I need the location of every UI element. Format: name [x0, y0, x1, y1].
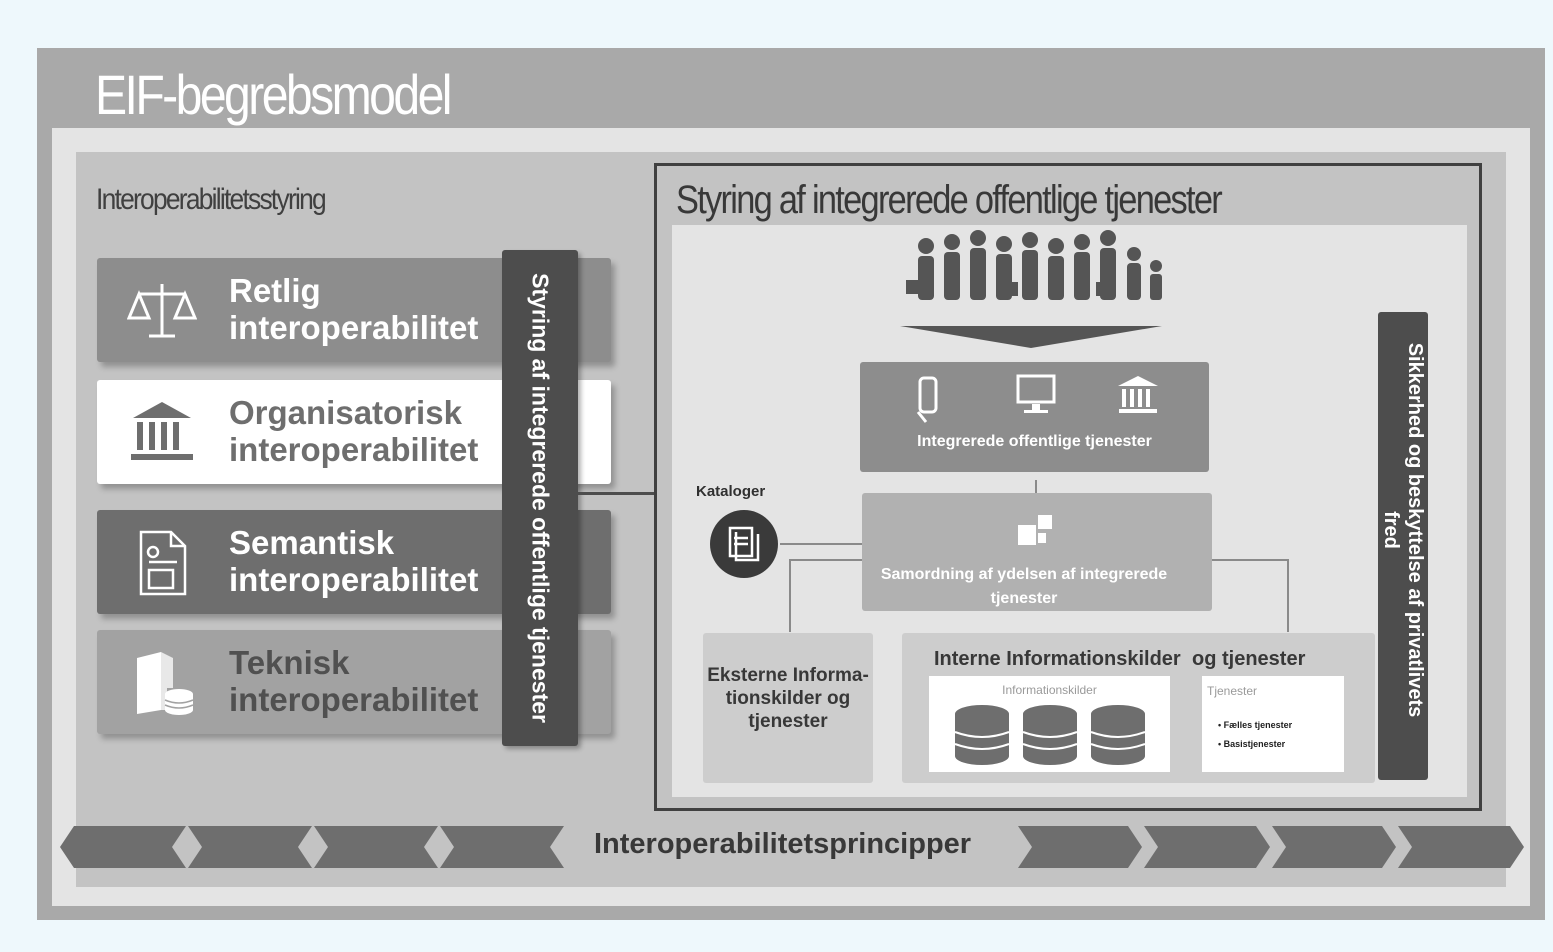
integrated-services-governance-label: Styring af integrerede offentlige tjenes… — [527, 273, 554, 723]
principles-label: Interoperabilitetsprincipper — [594, 828, 972, 860]
services-box — [1202, 676, 1344, 772]
layer-semantic-title: Semantisk — [229, 524, 395, 561]
computer-icon — [1016, 374, 1056, 413]
connector-line — [578, 492, 656, 495]
list-item: • Basistjenester — [1218, 739, 1286, 749]
security-privacy-label: Sikkerhed og beskyttelse af privatlivets… — [1380, 342, 1426, 718]
external-sources-box — [703, 633, 873, 783]
layer-semantic-subtitle: interoperabilitet — [229, 561, 479, 598]
scales-icon — [127, 284, 197, 338]
security-privacy-bar — [1378, 312, 1428, 780]
service-coordination-box — [862, 493, 1212, 611]
information-sources-label: Informationskilder — [1002, 683, 1097, 697]
institution-icon — [1118, 376, 1158, 413]
server-icon — [137, 652, 194, 715]
layer-technical-subtitle: interoperabilitet — [229, 681, 479, 718]
list-item: • Fælles tjenester — [1218, 720, 1293, 730]
principles-chevron — [314, 826, 438, 868]
principles-arrow-band — [60, 826, 1524, 868]
coordination-icon — [1018, 515, 1052, 545]
internal-services-heading: og tjenester — [1192, 648, 1306, 670]
principles-chevron — [188, 826, 312, 868]
phone-icon — [916, 376, 938, 423]
internal-sources-heading: Interne Informationskilder — [934, 648, 1181, 670]
integrated-public-services-label: Integrerede offentlige tjenester — [917, 433, 1152, 450]
database-icons — [954, 705, 1146, 765]
external-sources-label: Eksterne Informa-tionskilder og tjeneste… — [707, 665, 869, 732]
layer-legal-subtitle: interoperabilitet — [229, 309, 479, 346]
principles-chevron — [1272, 826, 1396, 868]
catalog-icon — [710, 510, 778, 578]
institution-icon — [131, 402, 193, 460]
services-box-label: Tjenester — [1207, 684, 1258, 698]
principles-chevron — [1144, 826, 1270, 868]
catalogs-label: Kataloger — [696, 483, 766, 500]
coordination-connectors — [780, 480, 1289, 632]
document-icon — [139, 530, 187, 596]
people-group-icon — [900, 230, 1162, 348]
integrated-public-services-box — [860, 362, 1209, 472]
services-list: • Fælles tjenester • Basistjenester — [1218, 716, 1292, 754]
layer-legal-title: Retlig — [229, 272, 321, 309]
integrated-services-panel-title: Styring af integrerede offentlige tjenes… — [676, 178, 1223, 222]
service-coordination-label: Samordning af ydelsen af integrerede tje… — [880, 566, 1168, 607]
governance-label: Interoperabilitetsstyring — [96, 183, 327, 216]
integrated-services-governance-bar — [502, 250, 578, 746]
layer-technical-title: Teknisk — [229, 644, 350, 681]
diagram-title: EIF-begrebsmodel — [95, 63, 452, 126]
layer-organisational-title: Organisatorisk — [229, 394, 462, 431]
document-stack-icon — [728, 526, 760, 562]
layer-organisational-subtitle: interoperabilitet — [229, 431, 479, 468]
principles-chevron — [1398, 826, 1524, 868]
principles-chevron — [60, 826, 186, 868]
principles-chevron — [1018, 826, 1142, 868]
principles-chevron — [440, 826, 564, 868]
